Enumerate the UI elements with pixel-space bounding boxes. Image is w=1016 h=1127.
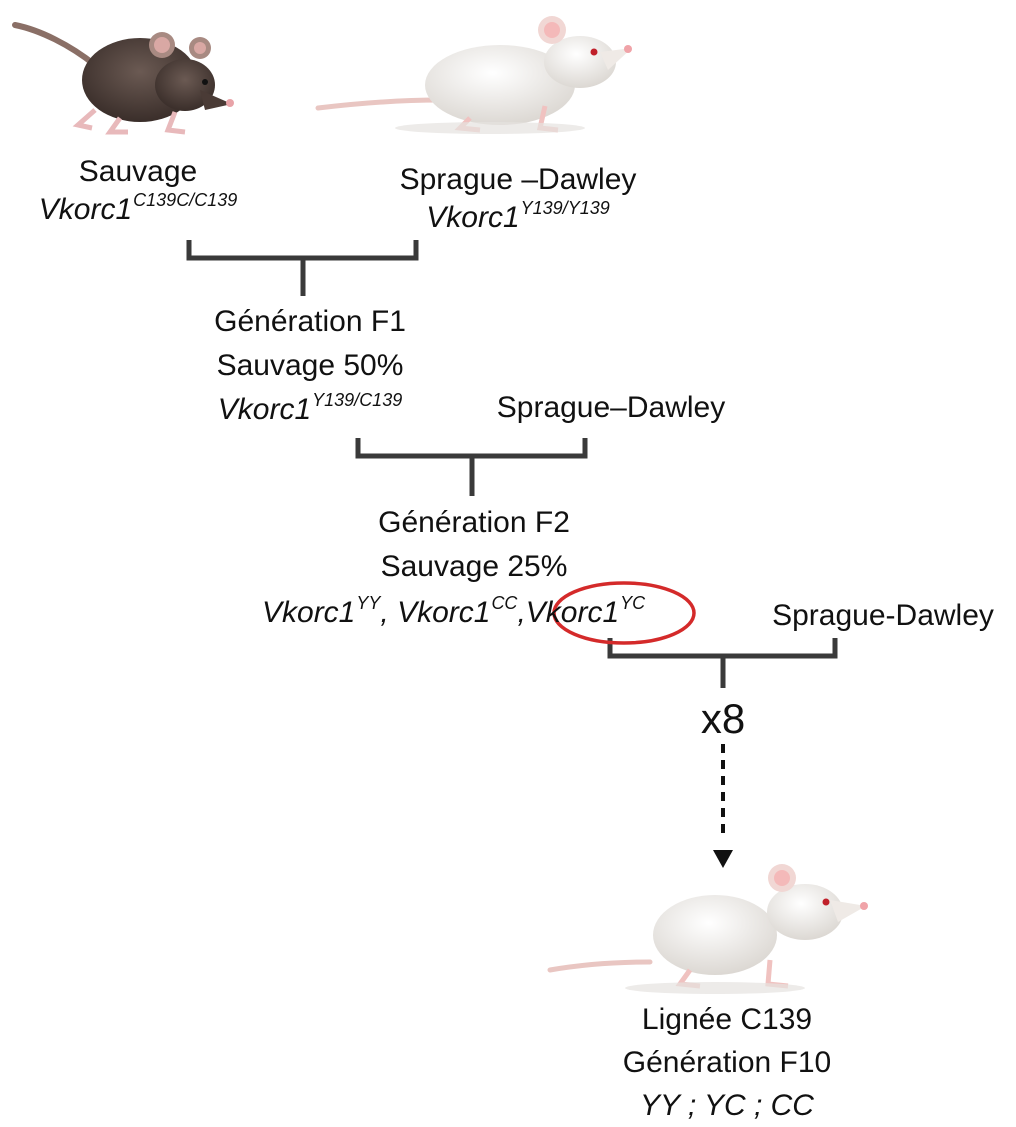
f2-genotype-yc: Vkorc1YC (525, 593, 646, 629)
f2-backcross-bracket (607, 638, 838, 688)
repeat-count-label: x8 (700, 695, 746, 742)
wild-brown-rat-icon (12, 22, 234, 135)
f2-genotype-cc: Vkorc1CC, (397, 593, 526, 629)
wild-parent-name: Sauvage (78, 155, 198, 188)
albino-rat-icon (315, 16, 632, 134)
sd-parent-genotype: Vkorc1Y139/Y139 (426, 198, 610, 234)
f1-backcross-label: Sprague–Dawley (496, 391, 726, 424)
f2-genotypes: Vkorc1YY, Vkorc1CC,Vkorc1YC (262, 593, 646, 634)
result-line-name: Lignée C139 (641, 1003, 813, 1036)
selected-genotype-highlight (552, 581, 696, 645)
f2-title: Génération F2 (378, 506, 570, 539)
albino-rat-icon (547, 864, 868, 994)
f1-backcross-bracket (355, 438, 588, 496)
f1-percent: Sauvage 50% (216, 349, 404, 382)
repeat-crossing-arrow (713, 744, 733, 868)
f1-genotype: Vkorc1Y139/C139 (217, 390, 403, 426)
f2-backcross-label: Sprague-Dawley (772, 599, 994, 632)
wild-parent-genotype: Vkorc1C139C/C139 (38, 190, 238, 226)
f1-title: Génération F1 (214, 305, 406, 338)
sd-parent-name: Sprague –Dawley (399, 163, 637, 196)
f2-percent: Sauvage 25% (380, 550, 568, 583)
parents-cross-bracket (186, 240, 419, 296)
result-genotypes: YY ; YC ; CC (640, 1089, 814, 1122)
f2-genotype-yy: Vkorc1YY, (262, 593, 398, 629)
result-generation: Génération F10 (622, 1046, 832, 1079)
